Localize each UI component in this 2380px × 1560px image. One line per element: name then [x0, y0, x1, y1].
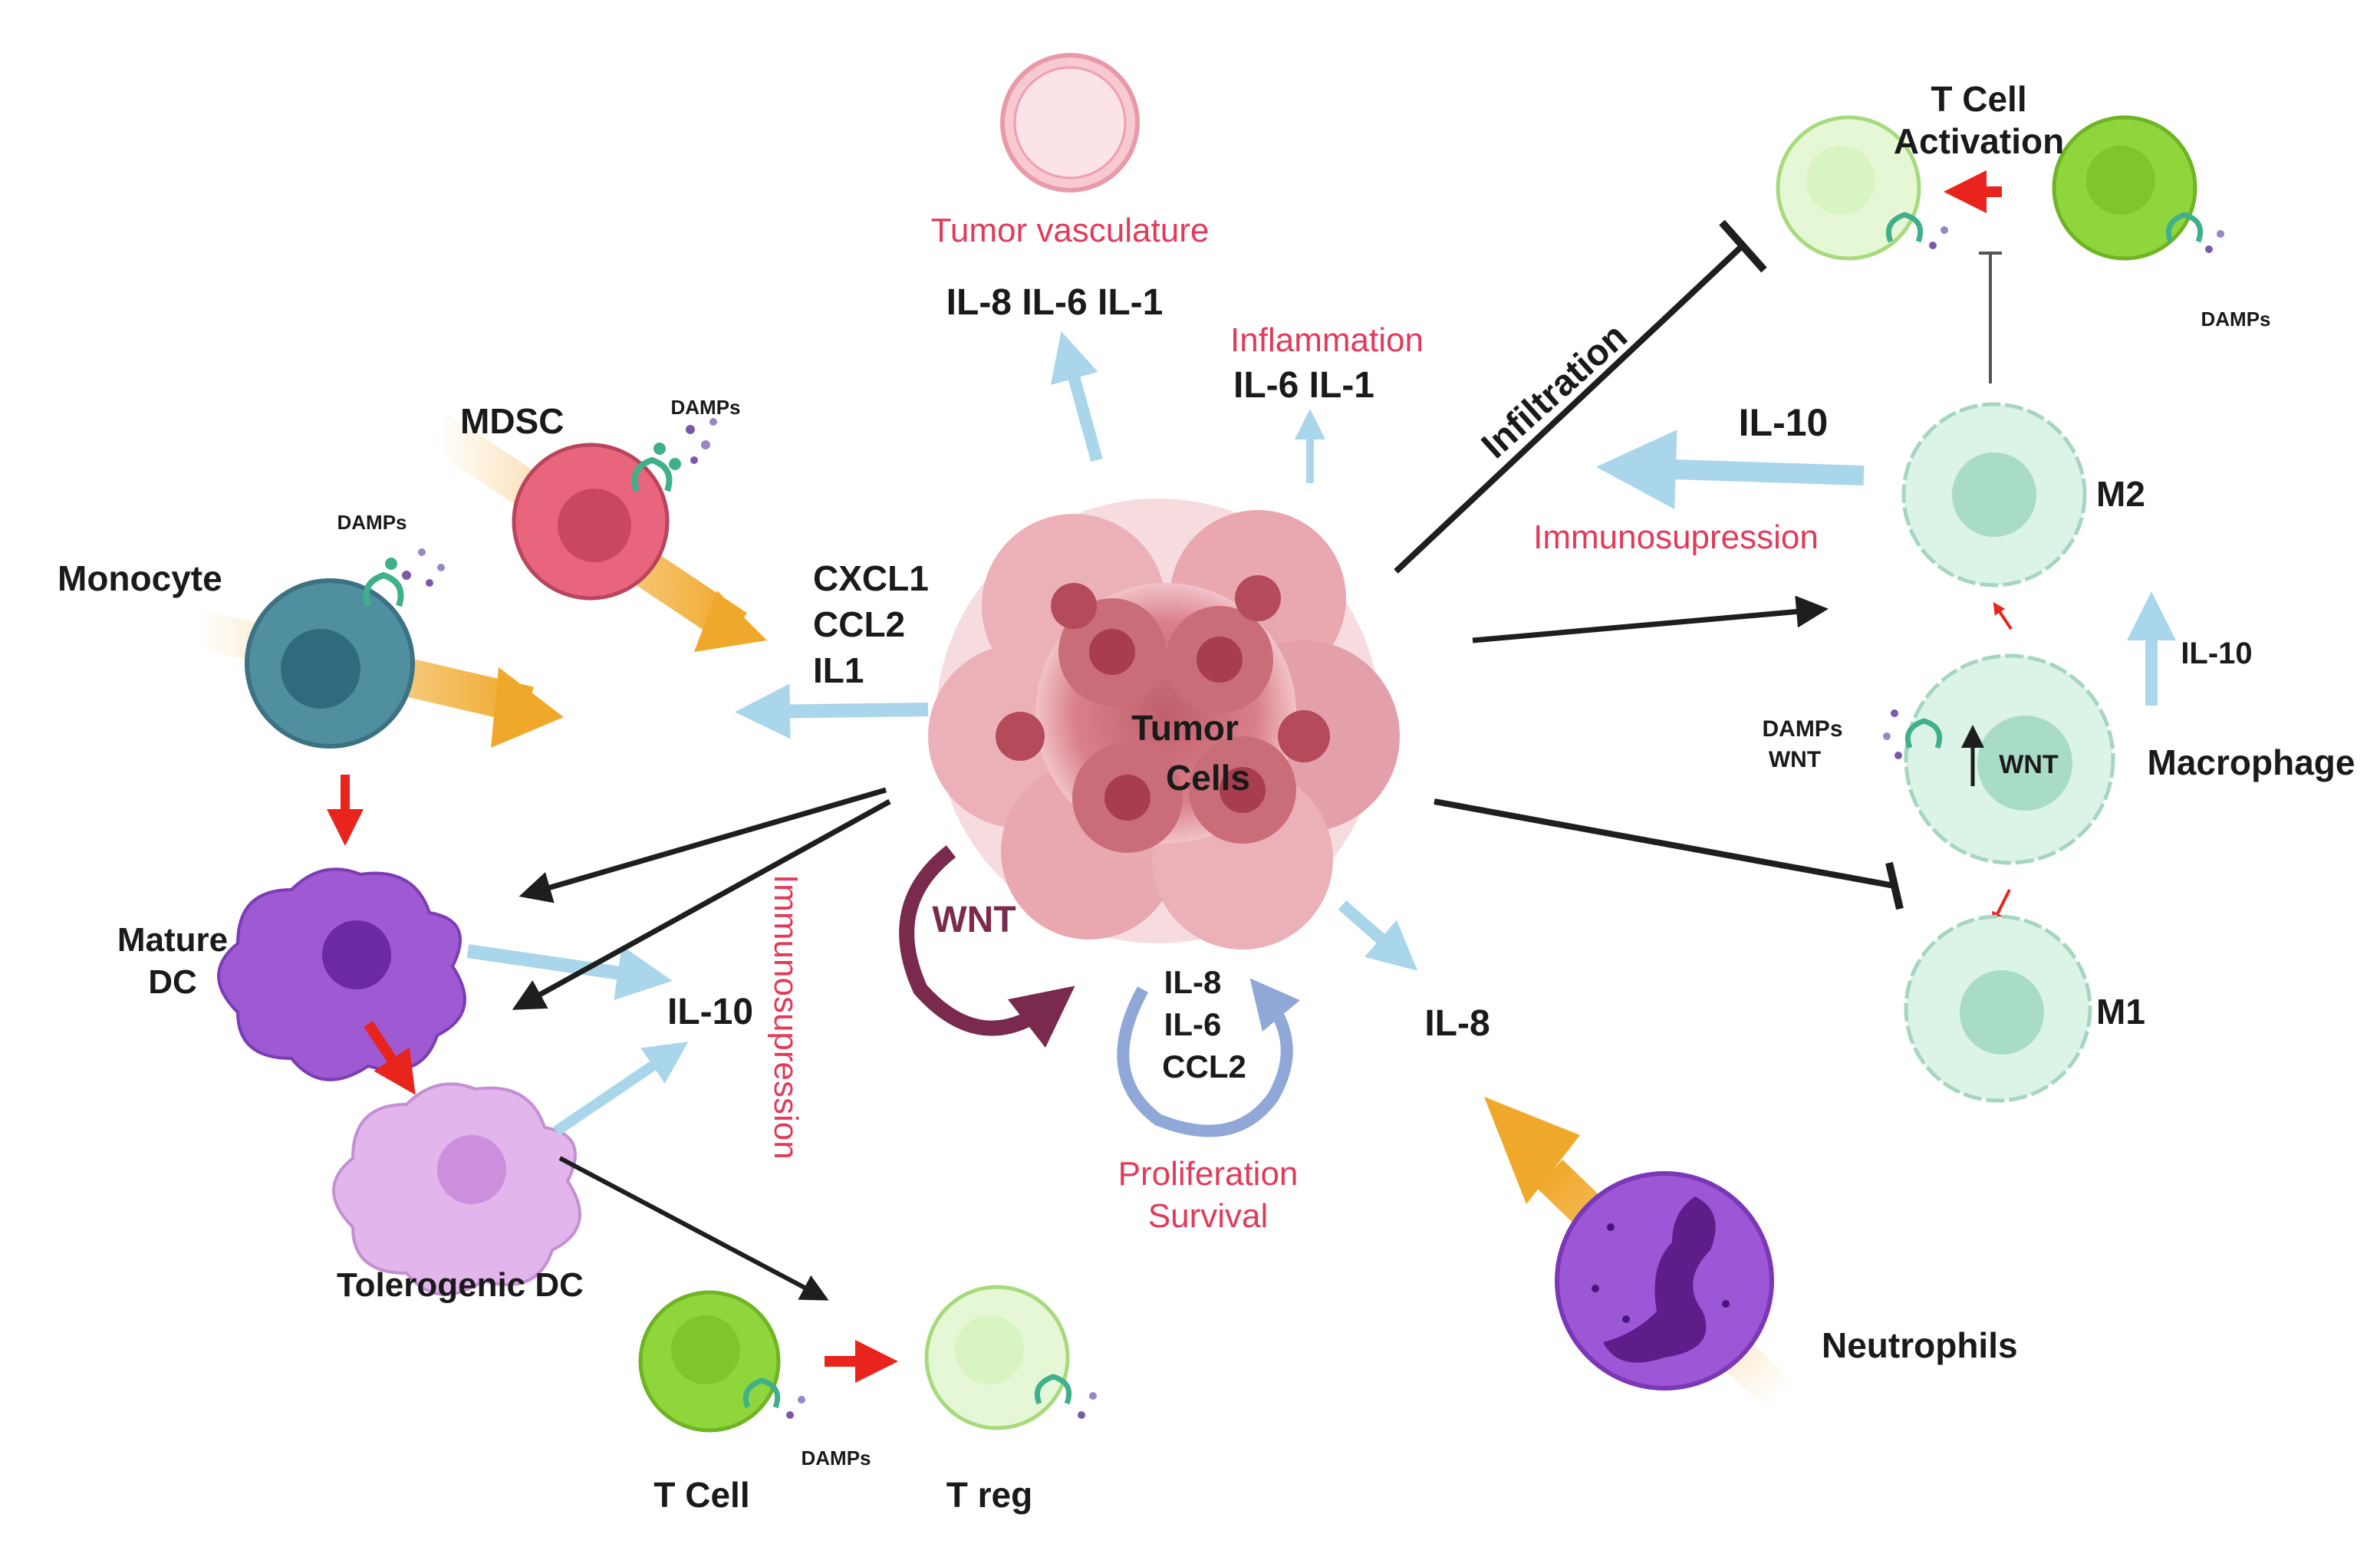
- t-cell-cell: [638, 1290, 781, 1433]
- wnt-loop-arrow: [899, 845, 1075, 1048]
- neutrophil-orange-arrowhead: [1484, 1097, 1580, 1204]
- active-t-cell: [2052, 115, 2197, 261]
- macrophage-wnt-label: WNT: [1769, 747, 1821, 772]
- monocyte-orange-arrowhead: [491, 667, 564, 748]
- vasculature-cytokines-label: IL-8 IL-6 IL-1: [946, 282, 1164, 323]
- macrophage-damps-label: DAMPs: [1762, 716, 1842, 742]
- macrophage-to-m2-arrow: [1993, 602, 2013, 630]
- t-cell-damps-receptor-icon: [742, 1377, 805, 1419]
- tumor-cells-cluster: [928, 499, 1400, 949]
- mdsc-damps-receptor-icon: [631, 418, 717, 492]
- tolerogenic-dc-label: Tolerogenic DC: [337, 1266, 584, 1304]
- infiltration-label: Infiltration: [1474, 316, 1635, 466]
- monocyte-damps-label: DAMPs: [337, 511, 407, 534]
- autocrine-loop-arrow: [1117, 978, 1301, 1137]
- inactive-t-cell: [1776, 115, 1921, 261]
- inflammation-label: Inflammation: [1230, 321, 1424, 359]
- il8-right-label: IL-8: [1424, 1003, 1490, 1044]
- wnt-loop-label: WNT: [932, 900, 1016, 940]
- chemokine-ccl2: CCL2: [813, 604, 905, 644]
- autocrine-ccl2: CCL2: [1162, 1048, 1246, 1084]
- survival-label: Survival: [1148, 1197, 1269, 1235]
- tumor-cells-label-1: Tumor: [1131, 708, 1239, 748]
- t-cell-damps-label: DAMPs: [801, 1446, 871, 1469]
- neutrophils-label: Neutrophils: [1822, 1325, 2018, 1365]
- tumor-vasculature-label: Tumor vasculature: [931, 212, 1210, 249]
- tumor-to-il8-arrow: [1338, 900, 1418, 971]
- monocyte-cell: [245, 578, 415, 749]
- infiltration-inhibition-bar: [1719, 219, 1767, 273]
- mature-dc-label-2: DC: [148, 963, 197, 1001]
- t-reg-damps-receptor-icon: [1034, 1374, 1097, 1419]
- m2-label: M2: [2096, 474, 2145, 514]
- autocrine-il8: IL-8: [1164, 964, 1222, 1000]
- arrow-to-chemokines: [735, 683, 929, 739]
- macrophage-cell: [1904, 653, 2115, 865]
- tumor-to-mature-dc-arrow: [518, 787, 887, 903]
- mdsc-cell: [512, 443, 670, 601]
- tumor-cells-label-2: Cells: [1166, 758, 1250, 798]
- m1-label: M1: [2096, 992, 2145, 1032]
- chemokine-cxcl1: CXCL1: [813, 558, 929, 598]
- immunosupression-right-label: Immunosupression: [1533, 518, 1819, 556]
- inflammation-cytokines-label: IL-6 IL-1: [1233, 365, 1374, 406]
- mdsc-orange-arrowhead: [694, 591, 767, 652]
- autocrine-il6: IL-6: [1164, 1006, 1222, 1042]
- m2-macrophage-cell: [1901, 402, 2087, 587]
- t-cell-label: T Cell: [653, 1475, 749, 1515]
- il10-small-label: IL-10: [2181, 637, 2252, 670]
- mature-dc-label-1: Mature: [117, 921, 228, 959]
- il10-left-label: IL-10: [667, 992, 753, 1032]
- t-cell-activation-label-2: Activation: [1894, 121, 2064, 161]
- macrophage-wnt-inside-label: WNT: [1999, 750, 2059, 779]
- m2-to-il10-arrow: [1596, 429, 1865, 510]
- t-reg-cell: [924, 1285, 1070, 1430]
- infiltration-inhibition-line: [1394, 245, 1743, 574]
- monocyte-label: Monocyte: [58, 558, 222, 598]
- chemokine-il1: IL1: [813, 650, 864, 690]
- mdsc-label: MDSC: [460, 401, 564, 441]
- active-t-cell-damps-icon: [2165, 212, 2224, 253]
- macrophage-label: Macrophage: [2148, 742, 2355, 782]
- active-t-cell-damps-label: DAMPs: [2201, 308, 2270, 331]
- mdsc-damps-label: DAMPs: [670, 396, 740, 419]
- m1-macrophage-cell: [1904, 914, 2092, 1103]
- t-cell-activation-label-1: T Cell: [1931, 79, 2026, 119]
- proliferation-label: Proliferation: [1118, 1155, 1299, 1193]
- tumor-to-m2-arrow: [1472, 595, 1829, 643]
- tolerogenic-dc-to-treg-arrow: [558, 1156, 829, 1301]
- mature-dc-to-il10-arrow: [466, 944, 673, 1001]
- monocyte-damps-receptor-icon: [363, 548, 445, 607]
- inactive-t-cell-damps-icon: [1885, 212, 1948, 249]
- mature-to-tolerogenic-arrow: [364, 1021, 416, 1095]
- arrow-to-vasculature: [1050, 331, 1103, 462]
- t-reg-label: T reg: [946, 1475, 1032, 1515]
- macrophage-damps-receptor-icon: [1883, 709, 1943, 759]
- mature-dc-cell: [217, 867, 466, 1081]
- tumor-vasculature-icon: [1000, 53, 1140, 193]
- immunosupression-vertical-label: Immunosupression: [767, 874, 805, 1160]
- tumor-to-m1-inhibition-line: [1434, 798, 1895, 889]
- tolerogenic-dc-cell: [332, 1082, 581, 1296]
- tolerogenic-dc-to-il10-arrow: [553, 1042, 689, 1136]
- il10-right-label: IL-10: [1739, 401, 1829, 444]
- tumor-to-tolerogenic-dc-arrow: [512, 798, 891, 1010]
- neutrophil-cell: [1555, 1171, 1774, 1391]
- tumor-to-m1-inhibition-bar: [1885, 861, 1904, 910]
